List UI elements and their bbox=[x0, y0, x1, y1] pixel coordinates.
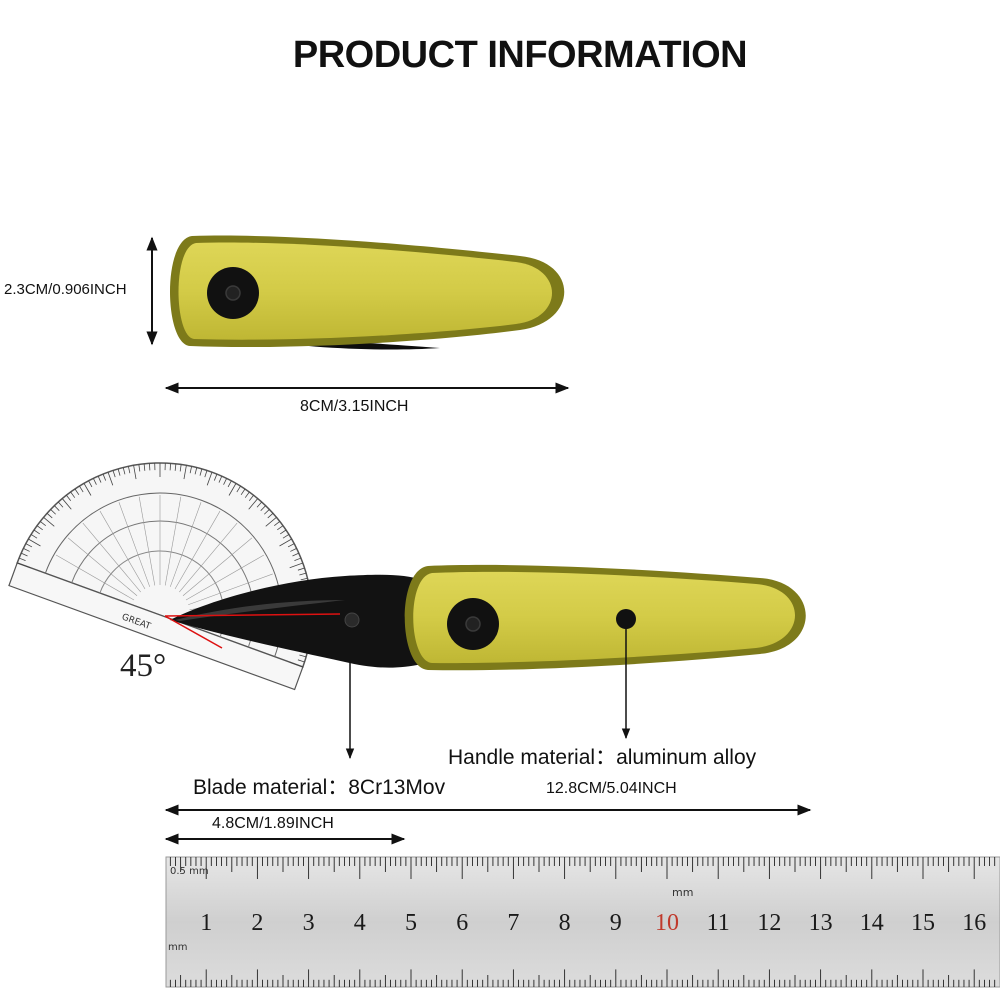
ruler-number: 10 bbox=[655, 910, 679, 936]
ruler-unit-label-lower: mm bbox=[168, 942, 187, 953]
ruler-number: 9 bbox=[610, 910, 622, 936]
blade-angle-label: 45° bbox=[120, 648, 167, 684]
page-title: PRODUCT INFORMATION bbox=[292, 34, 748, 76]
blade-length-label: 4.8CM/1.89INCH bbox=[212, 815, 334, 832]
ruler-number: 1 bbox=[200, 910, 212, 936]
ruler-unit-label: mm bbox=[672, 886, 693, 899]
closed-knife bbox=[170, 235, 565, 350]
ruler-number: 5 bbox=[405, 910, 417, 936]
open-knife bbox=[170, 564, 806, 671]
ruler-number: 13 bbox=[809, 910, 833, 936]
ruler-number: 12 bbox=[757, 910, 781, 936]
lanyard-hole-icon bbox=[616, 609, 636, 629]
ruler-number: 6 bbox=[456, 910, 468, 936]
ruler-number: 3 bbox=[303, 910, 315, 936]
closed-length-label: 8CM/3.15INCH bbox=[300, 398, 409, 415]
blade-material-label: Blade material：8Cr13Mov bbox=[193, 776, 446, 799]
ruler-number: 4 bbox=[354, 910, 366, 936]
ruler-number: 11 bbox=[707, 910, 730, 936]
ruler-number: 16 bbox=[962, 910, 986, 936]
ruler-number: 2 bbox=[251, 910, 263, 936]
ruler-number: 14 bbox=[860, 910, 884, 936]
height-dimension-label: 2.3CM/0.906INCH bbox=[4, 281, 127, 298]
handle-material-label: Handle material：aluminum alloy bbox=[448, 746, 757, 769]
ruler-number: 8 bbox=[559, 910, 571, 936]
ruler-half-label: 0.5 mm bbox=[170, 866, 209, 877]
ruler-number: 15 bbox=[911, 910, 935, 936]
open-length-label: 12.8CM/5.04INCH bbox=[546, 780, 677, 797]
ruler-number: 7 bbox=[507, 910, 519, 936]
